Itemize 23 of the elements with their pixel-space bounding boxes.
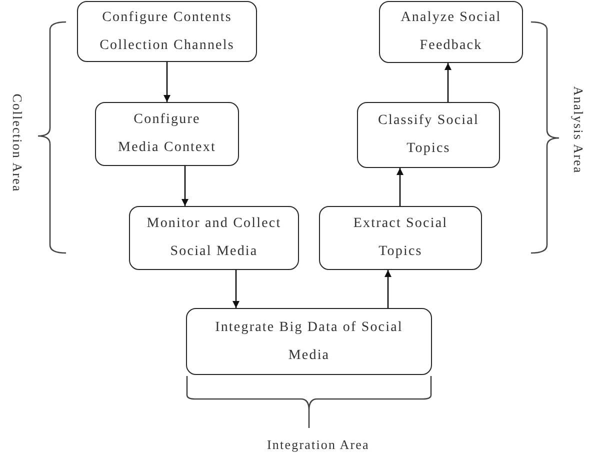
step-label: Configure Contents Collection Channels: [98, 8, 236, 54]
step-label: Integrate Big Data of Social Media: [214, 318, 404, 364]
step-label: Analyze Social Feedback: [400, 9, 502, 55]
arrow: [444, 63, 452, 102]
process-box: [95, 102, 239, 166]
area-label: Collection Area: [9, 94, 26, 192]
process-box: [77, 1, 257, 62]
arrow: [232, 270, 240, 308]
step-label: Extract Social Topics: [352, 215, 449, 261]
arrow: [396, 168, 404, 206]
arrow: [384, 270, 392, 308]
arrow: [182, 166, 188, 206]
area-label: Analysis Area: [570, 86, 586, 174]
process-box: [357, 102, 500, 168]
process-box: [186, 308, 432, 375]
process-box: [319, 206, 482, 270]
process-box: [379, 1, 523, 63]
step-label: Classify Social Topics: [377, 112, 480, 158]
step-label: Monitor and Collect Social Media: [146, 215, 282, 261]
process-box: [129, 206, 299, 270]
arrow: [164, 62, 170, 102]
area-label: Integration Area: [267, 437, 370, 453]
step-label: Configure Media Context: [117, 111, 217, 157]
